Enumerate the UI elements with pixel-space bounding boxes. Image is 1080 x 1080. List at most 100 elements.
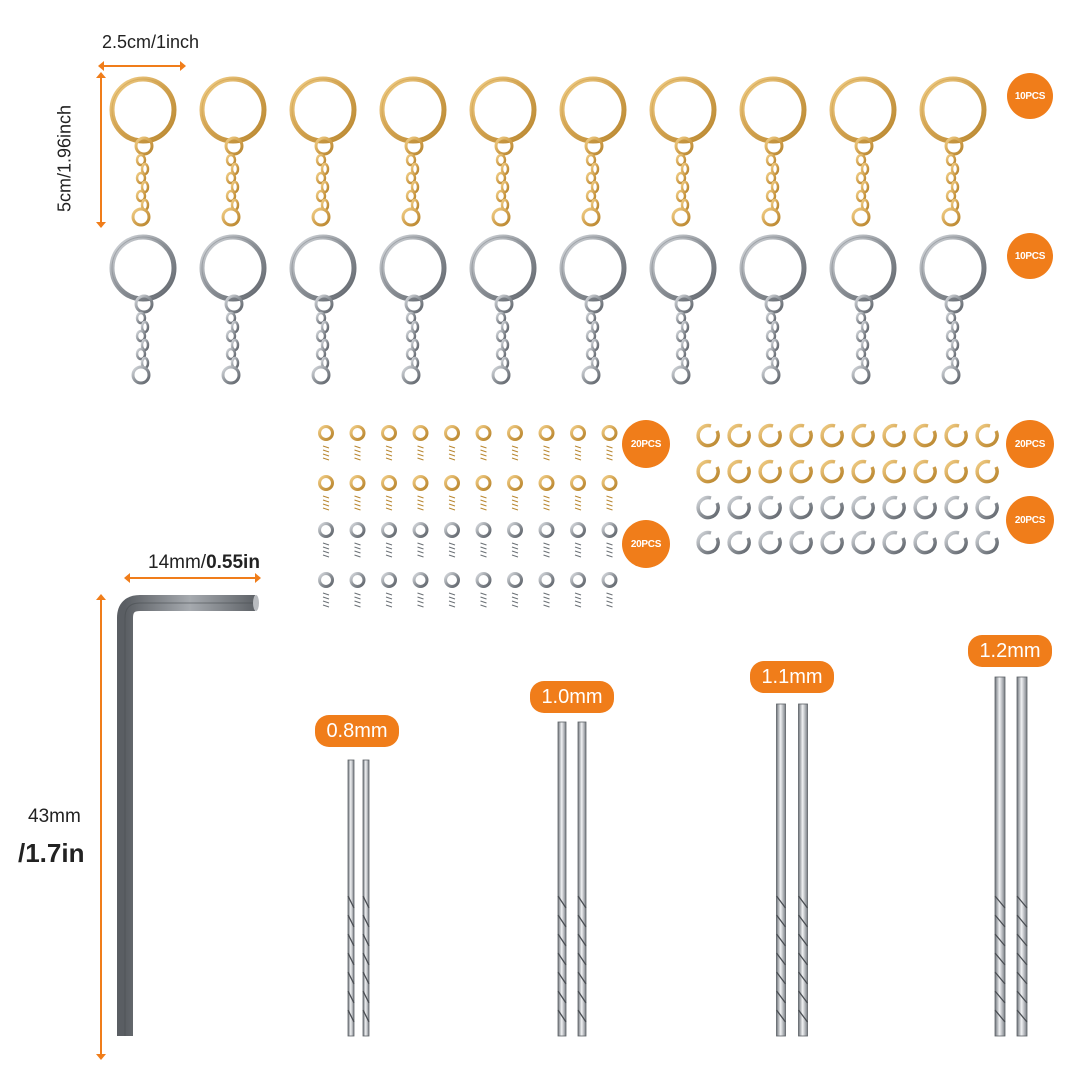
silver-keyring (289, 234, 357, 385)
silver-screw-eye (538, 572, 555, 608)
silver-jump-ring (758, 530, 782, 555)
gold-jump-ring (820, 459, 844, 484)
silver-jump-ring (882, 530, 906, 555)
gold-screw-eye (507, 475, 523, 511)
silver-keyring (379, 234, 447, 385)
silver-jump-ring (944, 530, 968, 555)
gold-screw-eye (349, 475, 366, 511)
gold-screw-eye (381, 475, 397, 511)
drill-bit (577, 721, 587, 1037)
gold-jump-ring (882, 459, 906, 484)
gold-jump-ring (696, 459, 720, 484)
silver-jump-ring (944, 495, 968, 520)
silver-jump-ring (975, 530, 999, 555)
gold-keyring (109, 76, 177, 227)
gold-screw-eye (570, 475, 586, 511)
silver-screw-eye (444, 522, 460, 558)
silver-screw-eye (381, 522, 397, 558)
silver-keyring (919, 234, 987, 385)
gold-jump-ring (913, 459, 937, 484)
gold-screw-eye (318, 475, 334, 511)
gold-screw-eye (538, 425, 555, 461)
silver-jump-ring (975, 495, 999, 520)
silver-keyrings-badge: 10PCS (1007, 233, 1053, 279)
gold-screw-eye (412, 425, 429, 461)
silver-screw-eye (601, 572, 618, 608)
drill-bit-set (347, 676, 1028, 1037)
silver-jump-ring (882, 495, 906, 520)
gold-jump-ring (975, 459, 999, 484)
key-long-in-label: /1.7in (18, 838, 85, 868)
gold-keyring (649, 76, 717, 227)
gold-jump-ring (727, 459, 751, 484)
gold-keyring (829, 76, 897, 227)
drill-bit (994, 676, 1006, 1037)
silver-screw-eye (601, 522, 618, 558)
silver-screw-eye (318, 522, 334, 558)
silver-jump-ring (913, 495, 937, 520)
silver-jump-ring (913, 530, 937, 555)
silver-keyring (199, 234, 267, 385)
silver-jump-ring (758, 495, 782, 520)
gold-jump-ring (882, 423, 906, 448)
silver-keyring (739, 234, 807, 385)
drill-size-label: 0.8mm (315, 715, 399, 747)
gold-keyring (379, 76, 447, 227)
gold-jump-ring (696, 423, 720, 448)
gold-keyring (199, 76, 267, 227)
silver-screw-eye (381, 572, 397, 608)
gold-screw-eye (538, 475, 555, 511)
key-short-in: 0.55in (206, 552, 260, 573)
key-long-mm-label: 43mm (28, 806, 81, 827)
silver-jump-ring (727, 530, 751, 555)
gold-screw-eye (444, 425, 460, 461)
drill-bit (797, 703, 809, 1037)
gold-screw-eye (475, 475, 492, 511)
gold-screw-eye (318, 425, 334, 461)
silver-jump-ring (820, 530, 844, 555)
drill-size-label: 1.1mm (750, 661, 834, 693)
screw-eyes-silver-badge: 20PCS (622, 520, 670, 568)
silver-screw-eye (507, 522, 523, 558)
silver-jump-ring (851, 530, 875, 555)
silver-keyring (829, 234, 897, 385)
drill-size-label: 1.2mm (968, 635, 1052, 667)
silver-screw-eye (412, 522, 429, 558)
silver-screw-eye (318, 572, 334, 608)
silver-screw-eye (412, 572, 429, 608)
gold-keyring (919, 76, 987, 227)
gold-screw-eye (601, 425, 618, 461)
silver-screw-eye (475, 572, 492, 608)
silver-jump-ring (789, 495, 813, 520)
gold-keyrings-badge: 10PCS (1007, 73, 1053, 119)
silver-screw-eye (570, 572, 586, 608)
screw-eyes-gold-badge: 20PCS (622, 420, 670, 468)
drill-bit (1016, 676, 1028, 1037)
silver-jump-ring (851, 495, 875, 520)
gold-jump-ring (727, 423, 751, 448)
silver-jump-ring (727, 495, 751, 520)
silver-screw-eye (538, 522, 555, 558)
drill-bit (362, 759, 370, 1037)
gold-keyring (739, 76, 807, 227)
silver-screw-eye (570, 522, 586, 558)
hex-key (117, 595, 259, 1036)
gold-screw-eye (475, 425, 492, 461)
gold-screw-eye (570, 425, 586, 461)
gold-screw-eye (444, 475, 460, 511)
gold-screw-eye (507, 425, 523, 461)
ring-height-label: 5cm/1.96inch (54, 104, 75, 213)
silver-keyring (559, 234, 627, 385)
gold-jump-ring (913, 423, 937, 448)
gold-jump-ring (758, 459, 782, 484)
silver-keyring (109, 234, 177, 385)
silver-jump-ring (696, 495, 720, 520)
ring-width-label: 2.5cm/1inch (102, 32, 200, 52)
gold-jump-ring (789, 423, 813, 448)
jump-rings-gold-badge: 20PCS (1006, 420, 1054, 468)
keyring-grid (109, 76, 987, 385)
silver-screw-eye (349, 522, 366, 558)
silver-keyring (469, 234, 537, 385)
gold-screw-eye (601, 475, 618, 511)
silver-screw-eye (507, 572, 523, 608)
